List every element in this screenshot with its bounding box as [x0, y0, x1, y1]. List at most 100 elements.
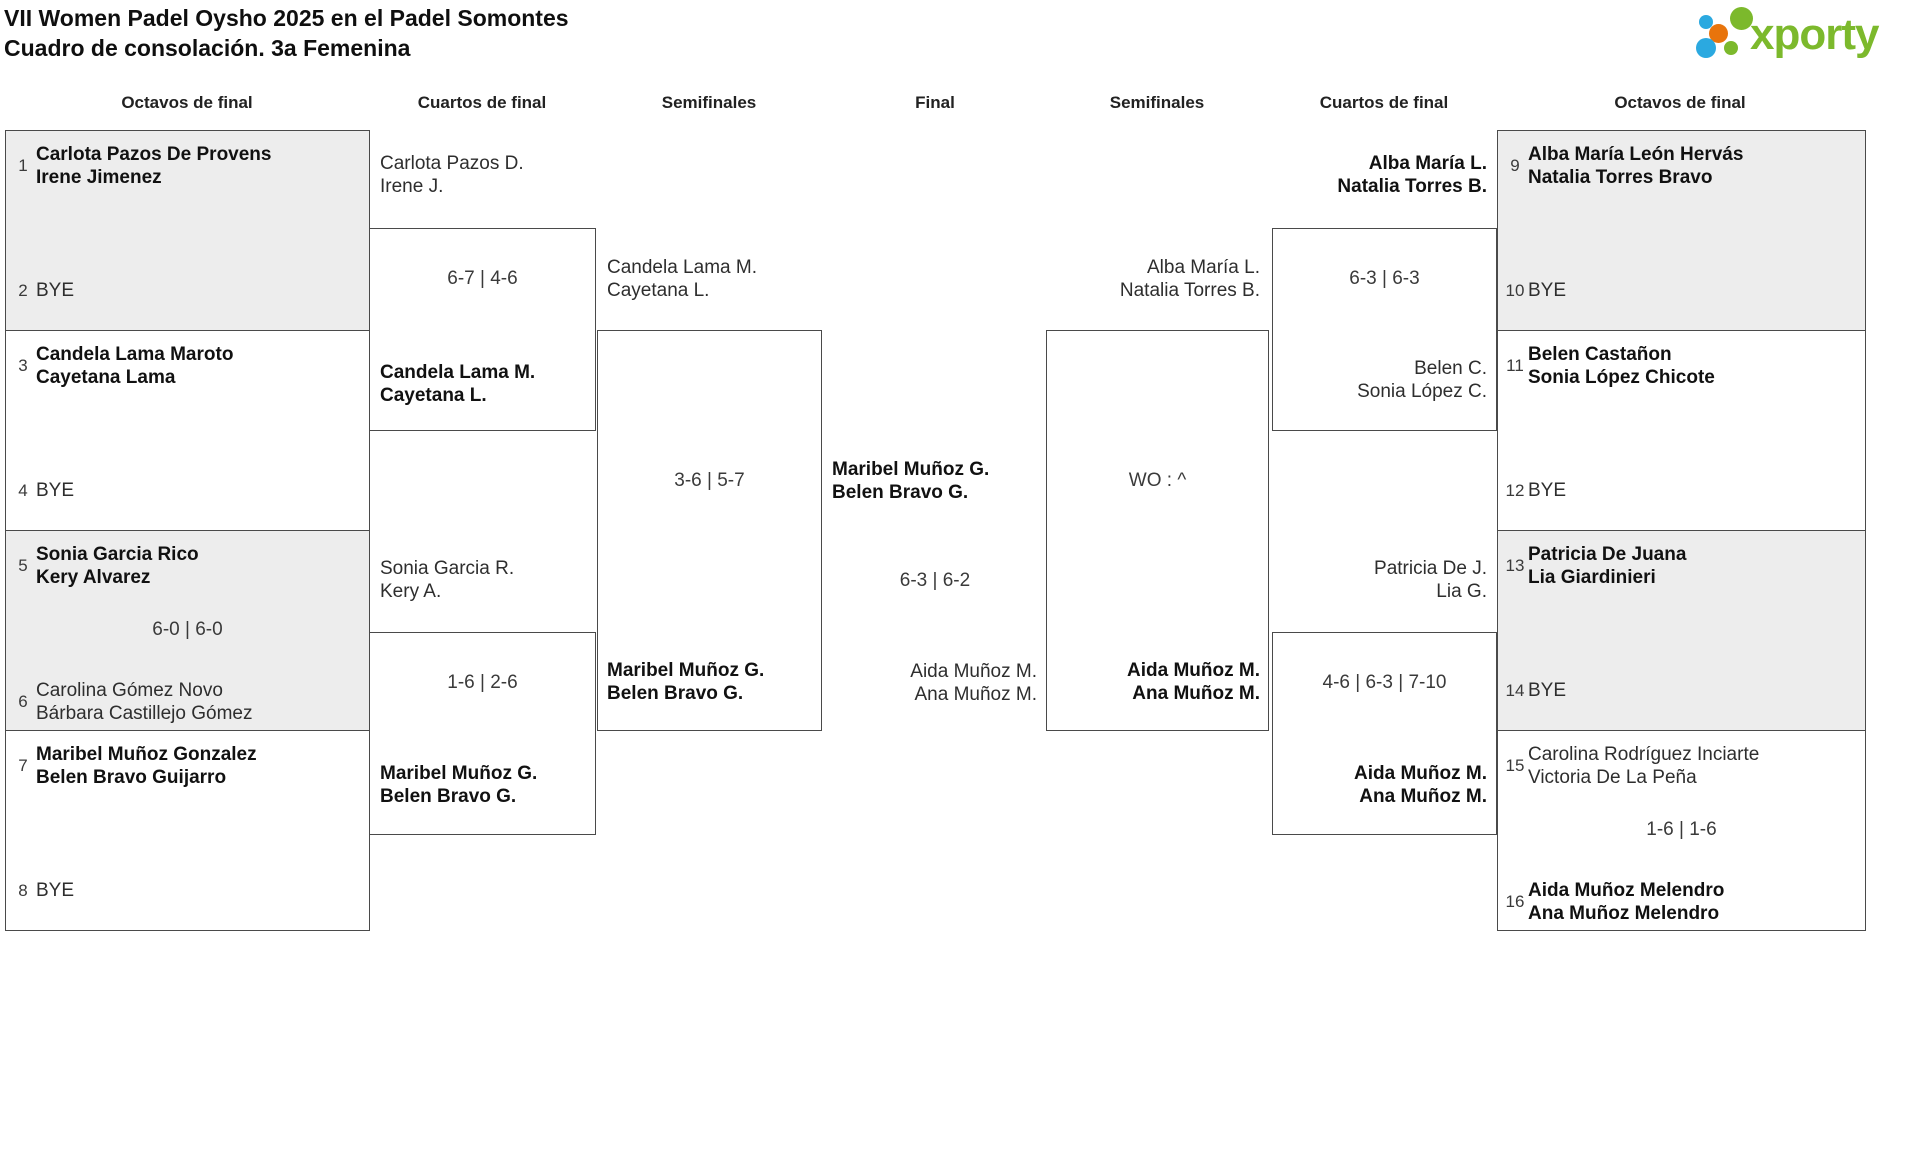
- team-slot: 4 BYE: [10, 479, 365, 502]
- tournament-name: VII Women Padel Oysho 2025 en el Padel S…: [4, 5, 569, 31]
- round-header-cuartos-left: Cuartos de final: [417, 93, 547, 112]
- player-name: Maribel Muñoz G.: [832, 459, 990, 480]
- semis-left-box: [597, 330, 822, 731]
- bye-label: BYE: [36, 879, 74, 902]
- cuartos-left-match2-winner: Maribel Muñoz G. Belen Bravo G.: [380, 762, 537, 808]
- player-name: Belen Bravo G.: [607, 683, 744, 704]
- octavos-right-box-seeds-11-12: 11 Belen Castañon Sonia López Chicote 12…: [1497, 330, 1866, 531]
- player-name: Maribel Muñoz G.: [607, 660, 765, 681]
- match-score: 6-7 | 4-6: [447, 268, 518, 289]
- seed-number: 14: [1505, 680, 1525, 700]
- bye-label: BYE: [36, 279, 74, 302]
- team-slot: 14 BYE: [1502, 679, 1861, 702]
- player-name: Belen Bravo G.: [832, 482, 969, 503]
- cuartos-right-match2-winner: Aida Muñoz M. Ana Muñoz M.: [1257, 762, 1487, 808]
- seed-number: 2: [18, 280, 28, 300]
- player-name: Ana Muñoz M.: [1132, 683, 1260, 704]
- player-name: Aida Muñoz M.: [1354, 763, 1487, 784]
- match-score: 1-6 | 1-6: [1646, 819, 1717, 840]
- round-header-semis-right: Semifinales: [1109, 93, 1205, 112]
- player-name: Alba María León Hervás: [1528, 144, 1744, 165]
- round-header-octavos-left: Octavos de final: [121, 93, 253, 112]
- player-name: Kery Alvarez: [36, 567, 151, 588]
- player-name: Sonia López Chicote: [1528, 367, 1715, 388]
- bye-label: BYE: [1528, 679, 1566, 702]
- seed-number: 11: [1506, 356, 1524, 375]
- player-name: Belen C.: [1414, 358, 1487, 379]
- player-name: Patricia De Juana: [1528, 544, 1687, 565]
- seed-number: 4: [18, 480, 28, 500]
- octavos-right-box-seeds-15-16: 15 Carolina Rodríguez Inciarte Victoria …: [1497, 730, 1866, 931]
- logo-wordmark: xporty: [1750, 10, 1879, 59]
- team-name: Alba María León Hervás Natalia Torres Br…: [1528, 143, 1743, 189]
- player-name: Lia Giardinieri: [1528, 567, 1656, 588]
- team-slot: 10 BYE: [1502, 279, 1861, 302]
- page-title: VII Women Padel Oysho 2025 en el Padel S…: [4, 3, 569, 63]
- team-slot: 7 Maribel Muñoz Gonzalez Belen Bravo Gui…: [10, 743, 365, 789]
- octavos-left-box-seeds-1-2: 1 Carlota Pazos De Provens Irene Jimenez…: [5, 130, 370, 331]
- seed-number: 1: [18, 156, 28, 175]
- seed-number: 12: [1505, 480, 1525, 500]
- bye-label: BYE: [1528, 279, 1566, 302]
- round-header-cuartos-right: Cuartos de final: [1319, 93, 1449, 112]
- player-name: Sonia Garcia R.: [380, 558, 515, 579]
- seed-number: 15: [1505, 756, 1525, 775]
- cuartos-right-match2-box: [1272, 632, 1497, 835]
- bye-text: BYE: [1528, 680, 1567, 701]
- player-name: Natalia Torres B.: [1119, 280, 1260, 301]
- team-slot: 16 Aida Muñoz Melendro Ana Muñoz Melendr…: [1502, 879, 1861, 925]
- bye-label: BYE: [36, 479, 74, 502]
- player-name: Candela Lama M.: [380, 362, 536, 383]
- semis-right-box: [1046, 330, 1269, 731]
- player-name: Patricia De J.: [1374, 558, 1487, 579]
- logo-dot-green-large: [1730, 7, 1753, 30]
- player-name: Kery A.: [380, 581, 442, 602]
- match-score: 1-6 | 2-6: [447, 672, 518, 693]
- match-score: 6-0 | 6-0: [152, 619, 223, 640]
- cuartos-right-match1-winner: Alba María L. Natalia Torres B.: [1257, 152, 1487, 198]
- logo-dot-blue-small: [1699, 15, 1713, 29]
- team-slot: 3 Candela Lama Maroto Cayetana Lama: [10, 343, 365, 389]
- octavos-right-box-seeds-9-10: 9 Alba María León Hervás Natalia Torres …: [1497, 130, 1866, 331]
- logo-dot-orange: [1709, 24, 1728, 43]
- seed-number: 8: [18, 880, 28, 900]
- player-name: Belen Bravo Guijarro: [36, 767, 227, 788]
- player-name: Ana Muñoz Melendro: [1528, 903, 1720, 924]
- team-slot: 15 Carolina Rodríguez Inciarte Victoria …: [1502, 743, 1861, 789]
- team-slot: 2 BYE: [10, 279, 365, 302]
- team-name: Candela Lama Maroto Cayetana Lama: [36, 343, 233, 389]
- seed-number: 3: [18, 356, 28, 375]
- player-name: Natalia Torres Bravo: [1528, 167, 1713, 188]
- player-name: Belen Bravo G.: [380, 786, 517, 807]
- player-name: Ana Muñoz M.: [1359, 786, 1487, 807]
- player-name: Cayetana L.: [380, 385, 487, 406]
- player-name: Irene Jimenez: [36, 167, 162, 188]
- player-name: Victoria De La Peña: [1528, 767, 1697, 788]
- cuartos-left-match1-box: [369, 228, 596, 431]
- player-name: Alba María L.: [1147, 257, 1260, 278]
- final-score: 6-3 | 6-2: [899, 570, 971, 591]
- player-name: Cayetana L.: [607, 280, 710, 301]
- final-team-top: Maribel Muñoz G. Belen Bravo G.: [832, 458, 989, 504]
- team-slot: 13 Patricia De Juana Lia Giardinieri: [1502, 543, 1861, 589]
- player-name: Alba María L.: [1368, 153, 1487, 174]
- semis-left-winner: Maribel Muñoz G. Belen Bravo G.: [607, 659, 764, 705]
- draw-subtitle: Cuadro de consolación. 3a Femenina: [4, 35, 411, 61]
- octavos-left-box-seeds-3-4: 3 Candela Lama Maroto Cayetana Lama 4 BY…: [5, 330, 370, 531]
- player-name: Maribel Muñoz Gonzalez: [36, 744, 257, 765]
- seed-number: 7: [18, 756, 28, 775]
- player-name: Candela Lama Maroto: [36, 344, 234, 365]
- seed-number: 6: [18, 692, 28, 711]
- player-name: Irene J.: [380, 176, 444, 197]
- seed-number: 9: [1510, 156, 1520, 175]
- bye-text: BYE: [36, 280, 75, 301]
- player-name: Aida Muñoz Melendro: [1528, 880, 1725, 901]
- cuartos-left-match1-team-top: Carlota Pazos D. Irene J.: [380, 152, 524, 198]
- team-name: Carolina Gómez Novo Bárbara Castillejo G…: [36, 679, 252, 725]
- match-score: 3-6 | 5-7: [674, 470, 745, 491]
- seed-number: 5: [18, 556, 28, 575]
- semis-left-team-top: Candela Lama M. Cayetana L.: [607, 256, 757, 302]
- cuartos-right-match2-team-top: Patricia De J. Lia G.: [1257, 557, 1487, 603]
- semis-right-winner: Aida Muñoz M. Ana Muñoz M.: [1040, 659, 1260, 705]
- player-name: Ana Muñoz M.: [914, 684, 1038, 705]
